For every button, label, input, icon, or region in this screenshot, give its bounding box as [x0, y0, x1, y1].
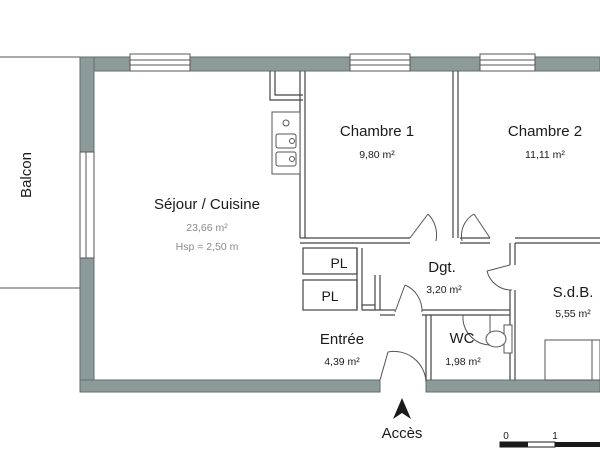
toilet-icon [485, 324, 513, 354]
room-chambre2-name: Chambre 2 [508, 123, 582, 140]
room-entree-name: Entrée [320, 331, 364, 348]
room-wc: WC 1,98 m² [445, 330, 481, 368]
room-dgt-area: 3,20 m² [426, 284, 462, 296]
balcony-label: Balcon [18, 152, 35, 198]
room-sejour-area: 23,66 m² [186, 222, 228, 234]
room-chambre1: Chambre 1 9,80 m² [340, 123, 414, 161]
scale-bar: 0 1 [499, 431, 600, 448]
scale-label-zero: 0 [503, 431, 509, 442]
room-wc-area: 1,98 m² [445, 356, 481, 368]
doors [379, 213, 513, 383]
room-entree-area: 4,39 m² [324, 356, 360, 368]
closet-label-1: PL [330, 255, 347, 271]
north-arrow-icon [393, 398, 411, 419]
room-sejour-height: Hsp = 2,50 m [176, 241, 239, 253]
access-marker: Accès [382, 398, 423, 442]
room-sdb-area: 5,55 m² [555, 308, 591, 320]
access-label: Accès [382, 425, 423, 442]
room-dgt-name: Dgt. [428, 259, 456, 276]
kitchen-sink-icon [271, 111, 301, 175]
windows [79, 53, 536, 259]
room-entree: Entrée 4,39 m² [320, 331, 364, 368]
exterior-walls [79, 56, 600, 393]
room-sdb-name: S.d.B. [553, 284, 594, 301]
scale-label-one: 1 [552, 431, 558, 442]
balcony-area: Balcon [0, 56, 89, 289]
room-dgt: Dgt. 3,20 m² [426, 259, 462, 296]
interior-walls [269, 71, 600, 380]
room-chambre2: Chambre 2 11,11 m² [508, 123, 582, 161]
room-chambre1-area: 9,80 m² [359, 149, 395, 161]
room-sejour: Séjour / Cuisine 23,66 m² Hsp = 2,50 m [154, 196, 260, 253]
room-chambre2-area: 11,11 m² [525, 149, 565, 161]
room-sejour-name: Séjour / Cuisine [154, 196, 260, 213]
room-sdb: S.d.B. 5,55 m² [553, 284, 594, 320]
room-chambre1-name: Chambre 1 [340, 123, 414, 140]
bathtub-icon [544, 339, 600, 381]
room-wc-name: WC [450, 330, 475, 347]
closet-label-2: PL [321, 288, 338, 304]
